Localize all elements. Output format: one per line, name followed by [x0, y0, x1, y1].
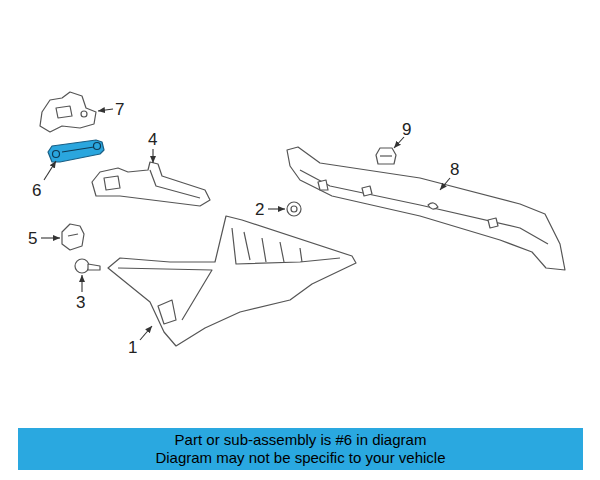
callout-number: 8 [450, 161, 459, 178]
banner-text: Diagram may not be specific to your vehi… [24, 449, 577, 467]
callout-number: 4 [148, 131, 157, 148]
callout-number: 2 [255, 201, 264, 218]
callout-number: 1 [128, 339, 137, 356]
info-banner: Part or sub-assembly is #6 in diagramDia… [18, 428, 583, 470]
callout-number: 6 [32, 182, 41, 199]
callout-number: 5 [28, 230, 37, 247]
banner-text: Part or sub-assembly is #6 in diagram [24, 431, 577, 449]
callout-number: 9 [402, 121, 411, 138]
callout-number: 7 [115, 101, 124, 118]
callout-number: 3 [76, 294, 85, 311]
